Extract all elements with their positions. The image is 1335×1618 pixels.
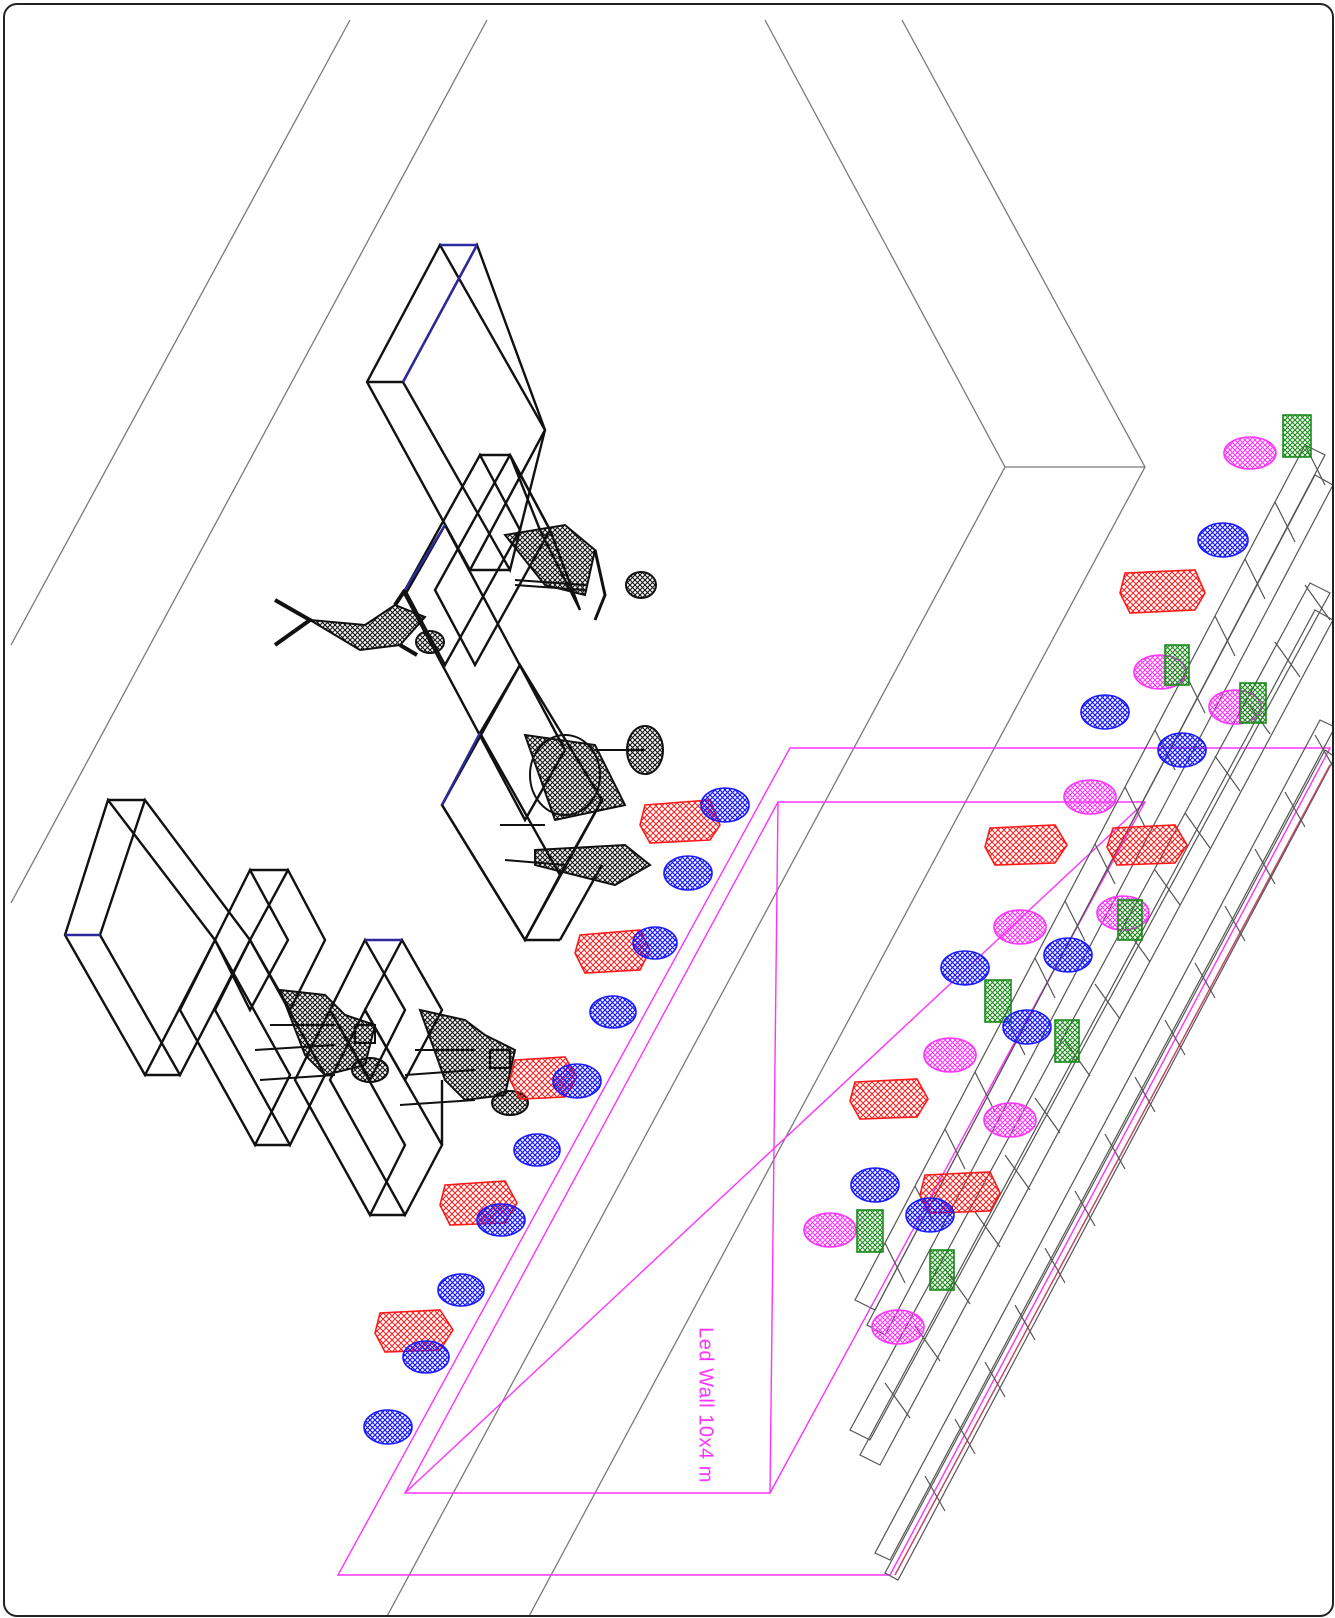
fixture-blue xyxy=(940,950,990,986)
fixture-green xyxy=(1164,644,1190,686)
fixture-magenta xyxy=(803,1212,857,1248)
standing-figure xyxy=(273,588,445,657)
fixture-green xyxy=(856,1209,884,1253)
fixture-blue xyxy=(437,1273,485,1307)
fixture-green xyxy=(1282,414,1312,458)
stage-plan-drawing xyxy=(10,19,1332,1615)
fixture-blue xyxy=(700,787,750,823)
fixture-blue xyxy=(476,1203,526,1237)
front-fixtures xyxy=(363,787,750,1445)
fixture-green xyxy=(1239,682,1267,724)
fixture-blue xyxy=(1002,1009,1052,1045)
led-wall-label: Led Wall 10x4 m xyxy=(694,1327,717,1483)
fixture-blue xyxy=(513,1133,561,1167)
fixture-magenta xyxy=(983,1102,1037,1138)
fixture-blue xyxy=(363,1409,413,1445)
fixture-blue xyxy=(663,855,713,891)
fixture-red xyxy=(849,1078,929,1120)
fixture-blue xyxy=(1043,937,1093,973)
fixture-blue xyxy=(402,1340,450,1374)
seated-figure-2 xyxy=(254,988,389,1083)
fixture-blue xyxy=(850,1167,900,1203)
seated-figure-3 xyxy=(399,1008,529,1116)
seated-figure-1 xyxy=(503,523,657,621)
fixture-magenta xyxy=(1063,779,1117,815)
fixture-red xyxy=(1119,569,1206,614)
truss-rails xyxy=(849,444,1332,1581)
led-wall xyxy=(336,747,1332,1576)
fixture-green xyxy=(929,1249,955,1291)
stage-platform-lower xyxy=(63,797,444,1218)
fixture-blue xyxy=(632,926,678,960)
fixture-red xyxy=(984,824,1068,866)
truss-3 xyxy=(874,719,1332,1581)
fixture-magenta xyxy=(993,909,1047,945)
fixture-magenta xyxy=(1223,436,1277,470)
fixture-blue xyxy=(552,1063,602,1099)
fixture-blue xyxy=(905,1197,955,1233)
performer-figures xyxy=(254,523,664,1116)
fixture-green xyxy=(1054,1019,1080,1063)
fixture-red xyxy=(574,929,651,974)
bar-stool-1 xyxy=(500,725,664,887)
fixture-blue xyxy=(589,995,637,1029)
hall-outline xyxy=(10,19,1146,1615)
drawing-frame: Led Wall 10x4 m xyxy=(3,3,1334,1617)
fixture-magenta xyxy=(923,1037,977,1073)
fixture-blue xyxy=(1080,694,1130,730)
fixture-green xyxy=(984,979,1012,1023)
fixture-blue xyxy=(1197,522,1249,558)
fixture-red xyxy=(1106,824,1188,866)
fixture-magenta xyxy=(871,1309,925,1345)
fixture-blue xyxy=(1157,732,1207,768)
truss-fixtures xyxy=(803,414,1312,1345)
fixture-green xyxy=(1117,899,1143,941)
